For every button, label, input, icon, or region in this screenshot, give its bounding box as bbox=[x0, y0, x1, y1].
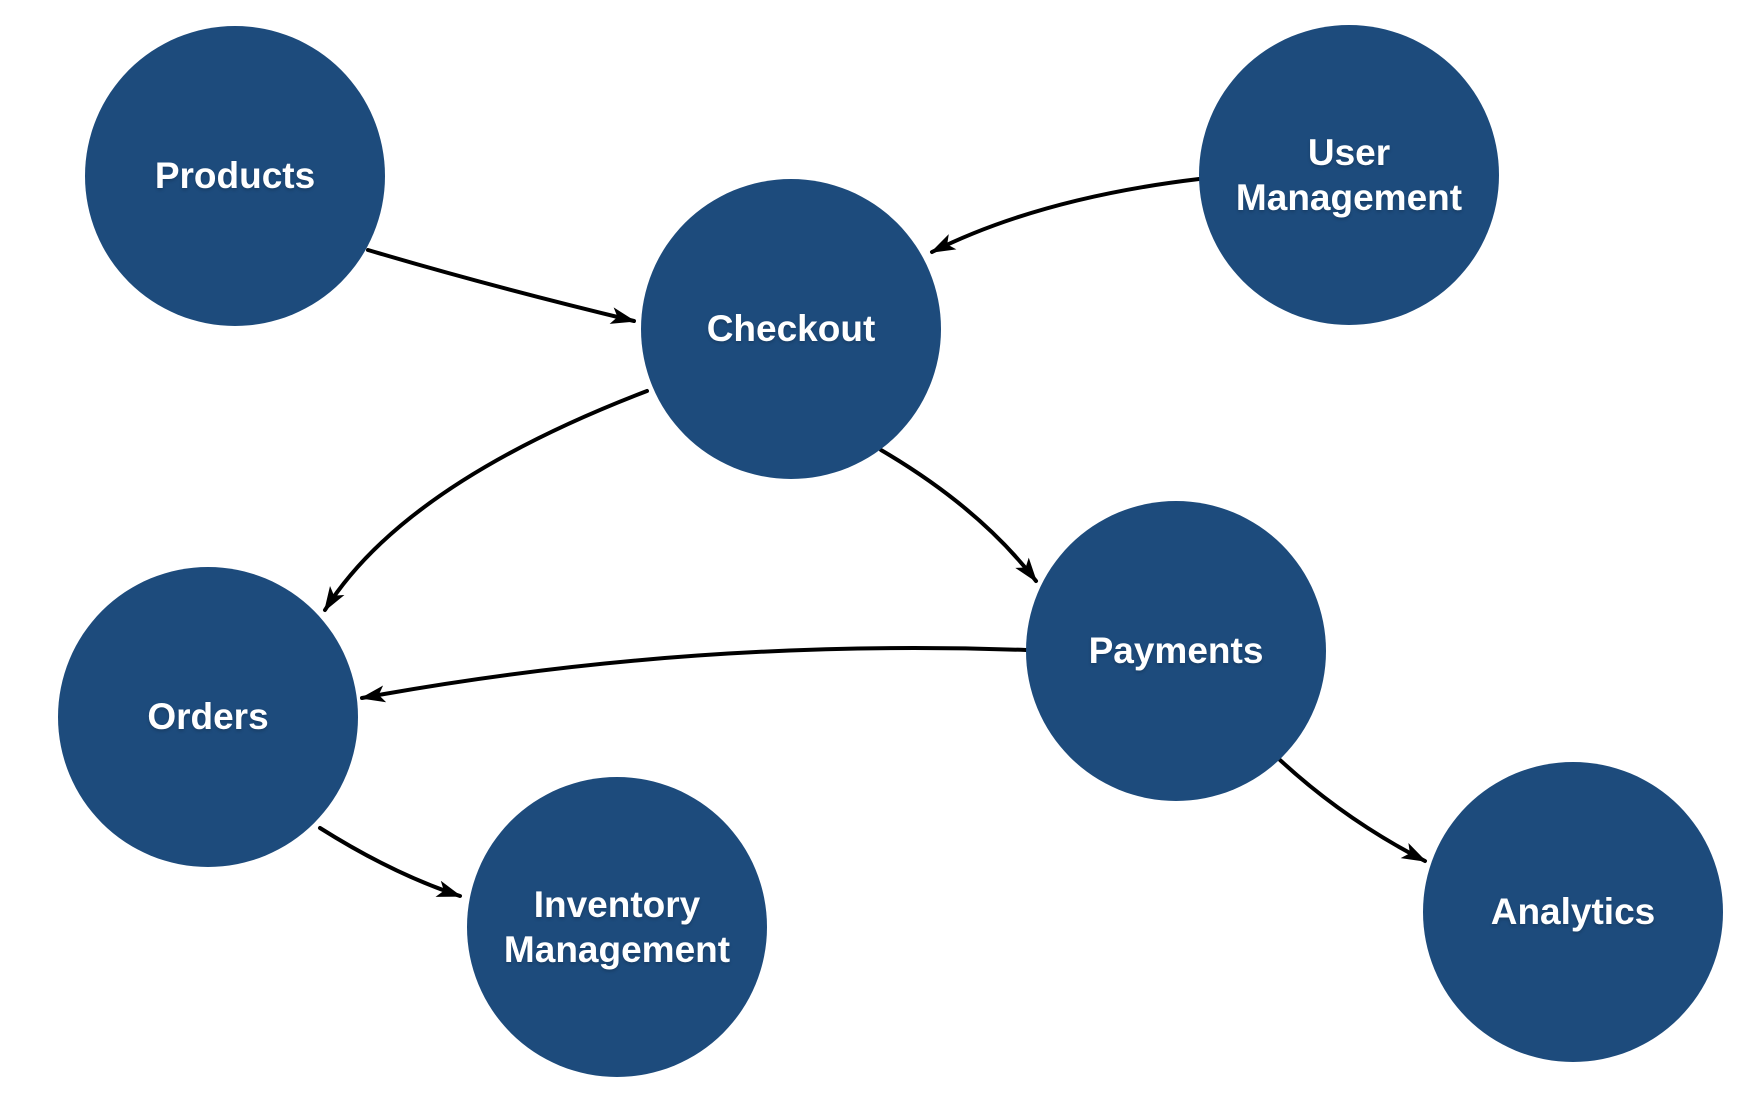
node-payments[interactable]: Payments bbox=[1026, 501, 1326, 801]
edge-checkout-to-payments bbox=[879, 448, 1038, 583]
node-label-inventory-management: Inventory Management bbox=[503, 883, 731, 970]
edge-products-to-checkout bbox=[366, 248, 636, 324]
node-user-management[interactable]: User Management bbox=[1199, 25, 1499, 325]
node-label-analytics: Analytics bbox=[1490, 891, 1656, 933]
edge-checkout-to-orders bbox=[323, 389, 649, 612]
node-label-payments: Payments bbox=[1088, 630, 1264, 672]
node-label-orders: Orders bbox=[147, 696, 269, 738]
node-orders[interactable]: Orders bbox=[58, 567, 358, 867]
node-label-products: Products bbox=[154, 155, 316, 197]
node-inventory-management[interactable]: Inventory Management bbox=[467, 777, 767, 1077]
node-label-user-management: User Management bbox=[1235, 131, 1463, 218]
node-products[interactable]: Products bbox=[85, 26, 385, 326]
edge-payments-to-analytics bbox=[1278, 758, 1427, 863]
node-label-checkout: Checkout bbox=[706, 308, 876, 350]
edge-user-management-to-checkout bbox=[930, 177, 1201, 254]
edge-orders-to-inventory-management bbox=[318, 826, 462, 898]
node-analytics[interactable]: Analytics bbox=[1423, 762, 1723, 1062]
edge-payments-to-orders bbox=[360, 646, 1028, 703]
node-checkout[interactable]: Checkout bbox=[641, 179, 941, 479]
